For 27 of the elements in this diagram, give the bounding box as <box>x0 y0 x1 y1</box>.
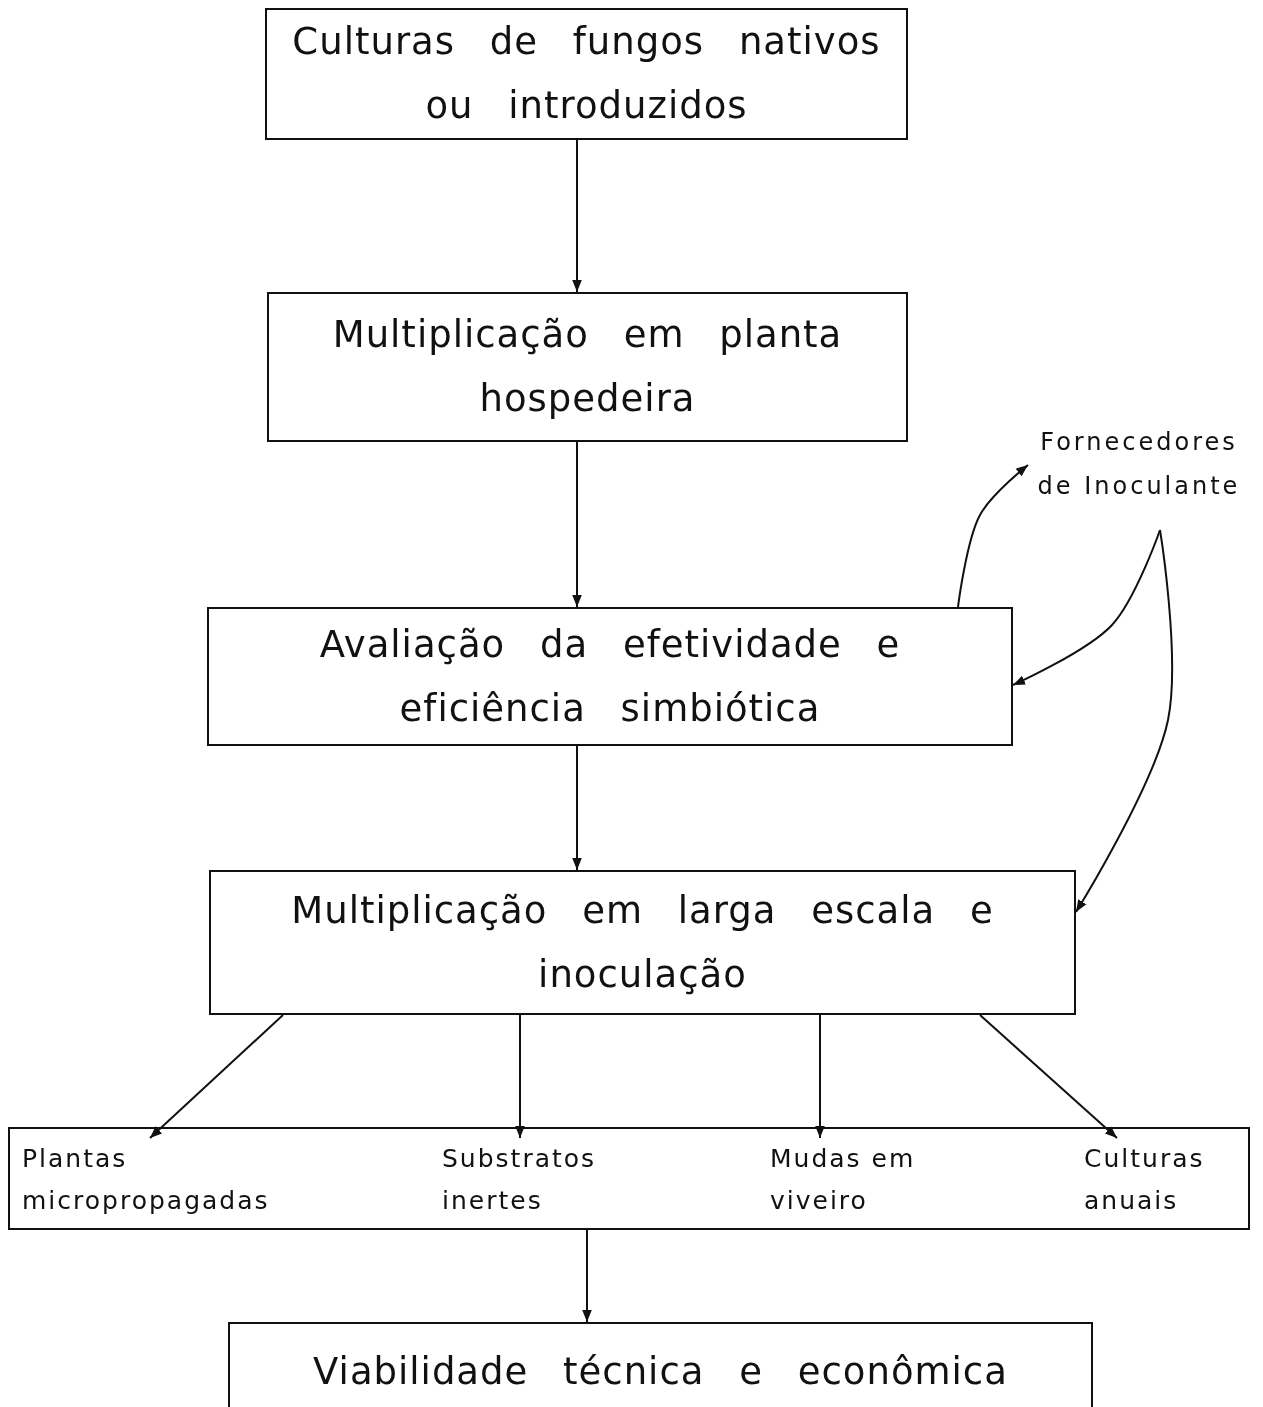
box-text: Avaliação da efetividade e eficiência simbiótica <box>318 621 902 732</box>
box-text: Culturas de fungos nativos ou introduzidos <box>291 19 882 129</box>
arrow <box>979 1014 1118 1139</box>
box-text: Viabilidade técnica e econômica <box>313 1349 1008 1395</box>
arrow <box>572 139 582 293</box>
arrow <box>582 1229 592 1323</box>
arrow <box>1075 529 1174 913</box>
process-box <box>209 870 1076 1015</box>
node-text: Plantas micropropagadas <box>22 1143 271 1217</box>
arrow <box>149 1014 284 1139</box>
process-box <box>207 607 1013 746</box>
process-box <box>265 8 908 140</box>
arrow <box>1012 529 1161 686</box>
arrow <box>957 464 1029 608</box>
node-text: Culturas anuais <box>1084 1143 1206 1217</box>
arrow <box>572 441 582 608</box>
process-box <box>228 1322 1093 1407</box>
arrow <box>572 745 582 871</box>
node-text: Mudas em viveiro <box>770 1143 917 1217</box>
arrow <box>515 1014 525 1139</box>
box-text: Multiplicação em larga escala e inoculação <box>290 887 995 998</box>
box-text: Multiplicação em planta hospedeira <box>331 312 844 422</box>
empty-box <box>8 1127 1250 1230</box>
node-text: Substratos inertes <box>442 1143 598 1217</box>
node-text: Fornecedores de Inoculante <box>1036 427 1242 502</box>
process-box <box>267 292 908 442</box>
arrow <box>815 1014 825 1139</box>
